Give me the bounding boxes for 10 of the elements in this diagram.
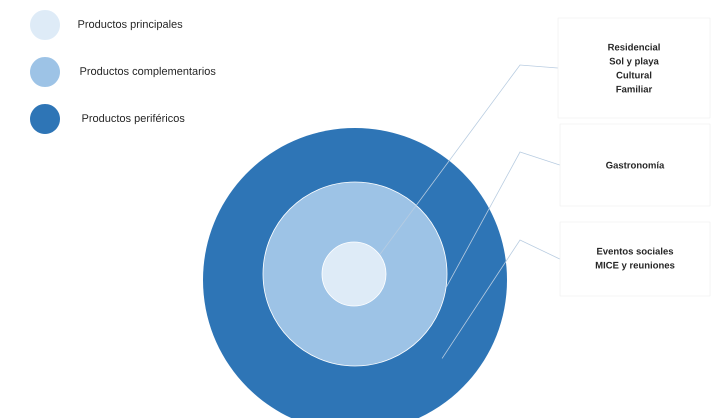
leader-line: [442, 239, 560, 359]
circle-shape: [322, 242, 386, 306]
legend-label: Productos complementarios: [80, 66, 216, 78]
text-box: Gastronomía: [560, 124, 710, 206]
leader-line: [446, 152, 560, 288]
leader-line: [379, 64, 558, 255]
legend-label: Productos principales: [78, 20, 182, 30]
text-box: Residencial Sol y playa Cultural Familiar: [558, 18, 710, 118]
legend-label: Productos periféricos: [82, 114, 184, 124]
text-box: Eventos sociales MICE y reuniones: [560, 222, 710, 296]
